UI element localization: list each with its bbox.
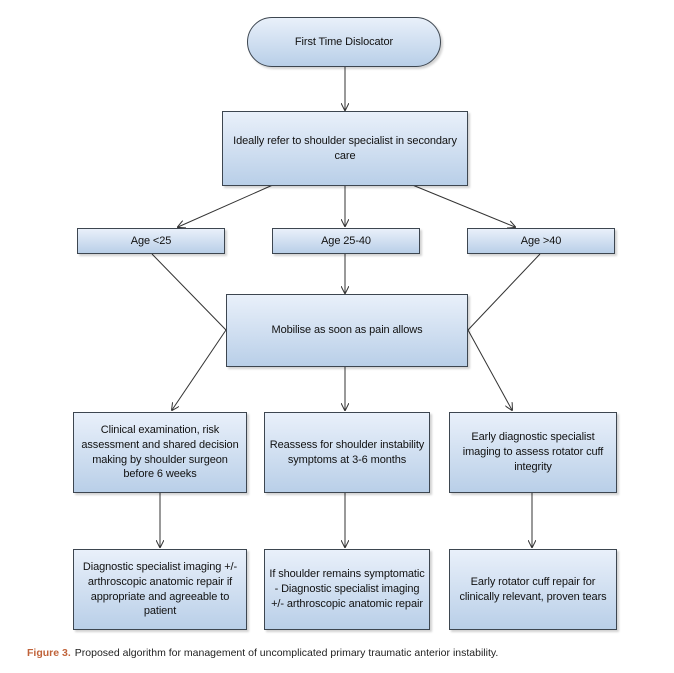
left-outcome-label: Diagnostic specialist imaging +/- arthro… bbox=[82, 560, 238, 618]
assessment-node: Clinical examination, risk assessment an… bbox=[73, 412, 247, 493]
imaging-label: Early diagnostic specialist imaging to a… bbox=[462, 431, 604, 473]
arrow-mobilise-to-right bbox=[467, 329, 512, 410]
age-under25-label: Age <25 bbox=[130, 234, 172, 247]
refer-node-label: Ideally refer to shoulder specialist in … bbox=[233, 134, 457, 162]
reassess-node: Reassess for shoulder instability sympto… bbox=[264, 412, 430, 493]
mobilise-node: Mobilise as soon as pain allows bbox=[226, 294, 468, 367]
start-node-label: First Time Dislocator bbox=[294, 35, 394, 48]
middle-outcome-node: If shoulder remains symptomatic - Diagno… bbox=[264, 549, 430, 630]
arrow-refer-to-age-under25 bbox=[178, 183, 276, 227]
figure-caption: Figure 3.Proposed algorithm for manageme… bbox=[27, 647, 657, 659]
right-outcome-node: Early rotator cuff repair for clinically… bbox=[449, 549, 617, 630]
arrow-mobilise-to-left bbox=[172, 329, 227, 410]
right-outcome-label: Early rotator cuff repair for clinically… bbox=[459, 575, 607, 603]
start-node: First Time Dislocator bbox=[247, 17, 441, 67]
age-over40-node: Age >40 bbox=[467, 228, 615, 254]
figure-caption-label: Figure 3. bbox=[27, 647, 71, 659]
age-over40-label: Age >40 bbox=[520, 234, 562, 247]
imaging-node: Early diagnostic specialist imaging to a… bbox=[449, 412, 617, 493]
reassess-label: Reassess for shoulder instability sympto… bbox=[269, 438, 425, 466]
arrow-refer-to-age-over40 bbox=[409, 183, 515, 227]
age-mid-label: Age 25-40 bbox=[321, 234, 371, 247]
figure-caption-text: Proposed algorithm for management of unc… bbox=[74, 647, 499, 659]
middle-outcome-label: If shoulder remains symptomatic - Diagno… bbox=[269, 568, 425, 610]
assessment-label: Clinical examination, risk assessment an… bbox=[81, 423, 239, 481]
line-age-over40-to-mobilise bbox=[467, 253, 541, 331]
age-under25-node: Age <25 bbox=[77, 228, 225, 254]
left-outcome-node: Diagnostic specialist imaging +/- arthro… bbox=[73, 549, 247, 630]
mobilise-label: Mobilise as soon as pain allows bbox=[271, 324, 423, 337]
line-age-under25-to-mobilise bbox=[151, 253, 227, 331]
age-mid-node: Age 25-40 bbox=[272, 228, 420, 254]
refer-node: Ideally refer to shoulder specialist in … bbox=[222, 111, 468, 186]
